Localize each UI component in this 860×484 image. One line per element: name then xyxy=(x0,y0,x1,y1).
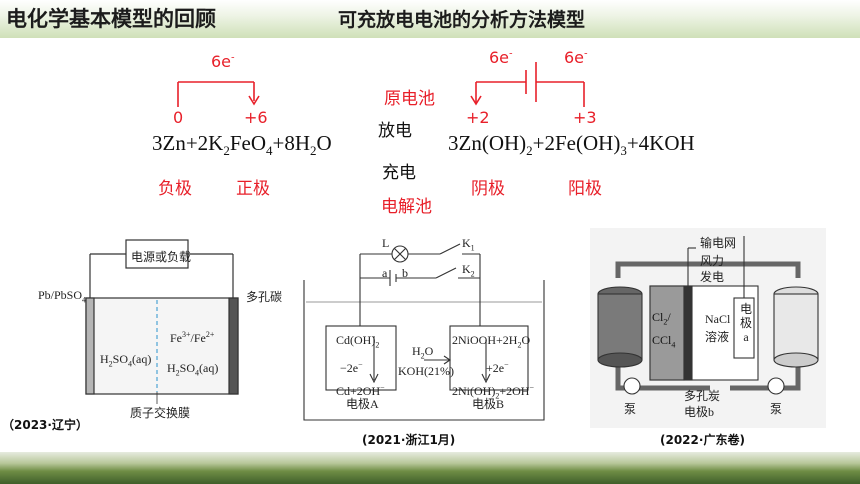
porous-carbon-label: 多孔炭 电极b xyxy=(684,389,721,419)
pump-left-label: 泵 xyxy=(624,402,637,416)
switch-k2-label: K2 xyxy=(462,262,475,279)
membrane-label: 质子交换膜 xyxy=(130,406,191,420)
electrode-b-label: 电极B xyxy=(472,397,505,411)
charge-label: 充电 xyxy=(382,163,416,183)
equation-lhs: 3Zn+2K2FeO4+8H2O xyxy=(152,131,332,159)
caption-liaoning: （2023·辽宁） xyxy=(2,418,88,432)
electron-label-right-2: 6e- xyxy=(564,48,588,67)
negative-electrode-label: 负极 xyxy=(158,179,192,199)
equation-rhs: 3Zn(OH)2+2Fe(OH)3+4KOH xyxy=(448,131,695,159)
nacl-label: NaCl 溶液 xyxy=(705,312,731,344)
discharge-label: 放电 xyxy=(378,121,412,141)
page-subtitle: 可充放电电池的分析方法模型 xyxy=(338,9,586,31)
liaoning-cell-diagram xyxy=(85,239,239,404)
positive-electrode-label: 正极 xyxy=(236,179,270,199)
wind-power-label-2: 发电 xyxy=(700,270,725,284)
switch-k1-label: K1 xyxy=(462,236,475,253)
grid-label: 输电网 xyxy=(700,236,737,250)
page-title: 电化学基本模型的回顾 xyxy=(6,7,216,31)
ox-state-fe: +6 xyxy=(244,108,268,127)
lamp-label: L xyxy=(382,236,390,250)
electrolytic-cell-label: 电解池 xyxy=(381,197,432,217)
water-label: H2O xyxy=(412,344,434,361)
porous-carbon-label: 多孔碳 xyxy=(246,290,283,304)
battery-a-label: a xyxy=(382,266,388,280)
caption-guangdong: (2022·广东卷) xyxy=(660,433,745,447)
footer-landscape-banner xyxy=(0,452,860,484)
guangdong-cell-diagram xyxy=(590,228,826,428)
right-solution-label: H2SO4(aq) xyxy=(167,361,219,378)
ox-state-fe-right: +3 xyxy=(573,108,597,127)
fe-ions-label: Fe3+/Fe2+ xyxy=(170,330,215,345)
anode-label: 阳极 xyxy=(568,179,602,199)
cl2-ccl4-label: Cl2/ CCl4 xyxy=(652,310,676,350)
pump-right-label: 泵 xyxy=(770,402,783,416)
left-solution-label: H2SO4(aq) xyxy=(100,352,152,369)
wind-power-label-1: 风力 xyxy=(700,254,725,268)
electrode-a-label: 电 极 a xyxy=(740,302,753,344)
electron-label-left: 6e- xyxy=(211,52,235,71)
power-or-load-label: 电源或负载 xyxy=(131,250,192,264)
ox-state-zn-right: +2 xyxy=(466,108,490,127)
pb-pbso4-label: Pb/PbSO4 xyxy=(38,288,87,305)
ni-reaction: 2NiOOH+2H2O +2e− 2Ni(OH)2+2OH− xyxy=(452,333,534,401)
title-bar xyxy=(0,0,860,38)
electrode-a-label: 电极A xyxy=(346,397,379,411)
ox-state-zn: 0 xyxy=(173,108,184,127)
cd-reaction: Cd(OH)2 −2e− Cd+2OH− xyxy=(336,333,385,399)
zhejiang-cell-diagram xyxy=(303,243,545,421)
electron-label-right-1: 6e- xyxy=(489,48,513,67)
caption-zhejiang: (2021·浙江1月) xyxy=(362,433,456,447)
koh-label: KOH(21%) xyxy=(398,364,454,378)
cathode-label: 阴极 xyxy=(471,179,505,199)
electron-transfer-arrows xyxy=(177,62,585,107)
galvanic-cell-label: 原电池 xyxy=(384,89,435,109)
battery-b-label: b xyxy=(402,266,408,280)
